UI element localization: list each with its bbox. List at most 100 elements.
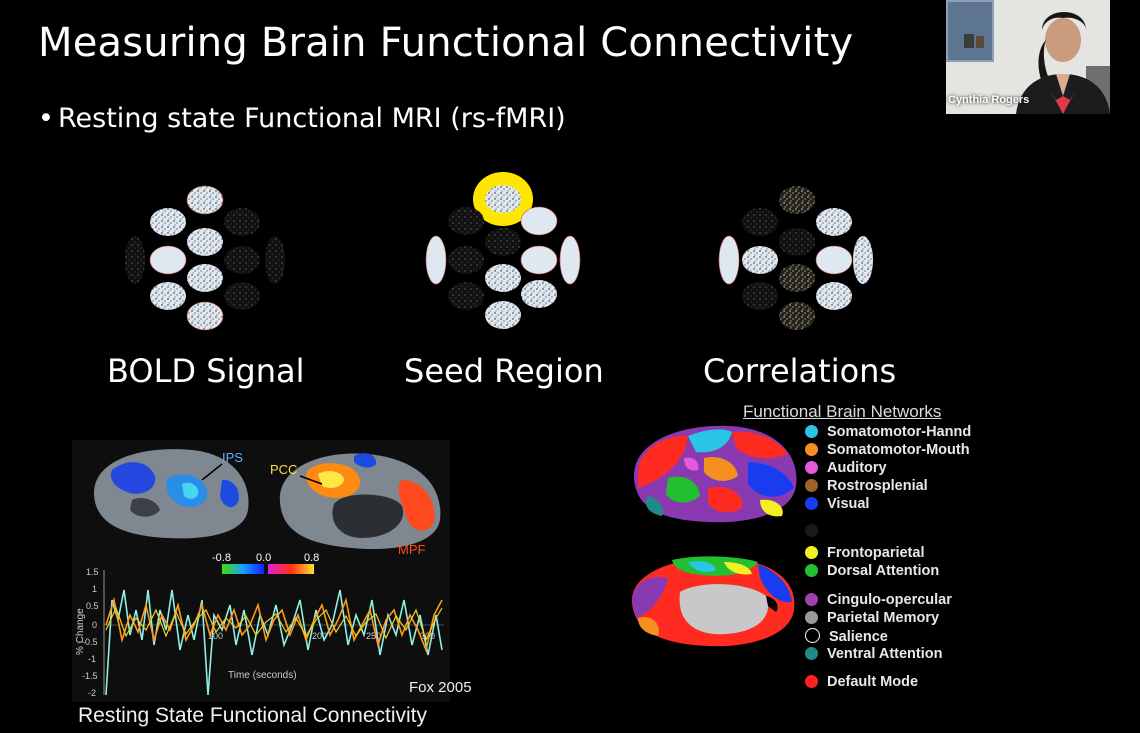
brain-medial-network-map: [631, 556, 795, 647]
legend-item: [805, 523, 827, 540]
node: [485, 264, 521, 292]
y-tick: 1.5: [86, 567, 99, 577]
legend-label: Parietal Memory: [827, 610, 940, 626]
node: [815, 245, 853, 275]
legend-label: Dorsal Attention: [827, 563, 940, 579]
participant-video[interactable]: [946, 0, 1110, 114]
legend-item: Auditory: [805, 460, 887, 477]
node: [224, 282, 260, 310]
y-tick: -1: [88, 654, 96, 664]
node: [742, 246, 778, 274]
node: [425, 235, 447, 285]
legend-item: Somatomotor-Mouth: [805, 442, 970, 459]
legend-label: Ventral Attention: [827, 646, 943, 662]
node: [779, 228, 815, 256]
node: [150, 208, 186, 236]
legend-swatch-icon: [805, 675, 818, 688]
x-tick: 100: [208, 631, 223, 641]
series-line-yellow: [105, 606, 443, 642]
pcc-label: PCC: [270, 462, 297, 477]
node: [186, 185, 224, 215]
legend-label: Somatomotor-Mouth: [827, 442, 970, 458]
resting-state-figure: IPS PCC MPF -0.8 0.0 0.8 1.5 1 0.5 0 -0.…: [72, 440, 472, 702]
figure-caption: Resting State Functional Connectivity: [78, 704, 428, 727]
node: [448, 207, 484, 235]
node: [150, 282, 186, 310]
legend-label: Somatomotor-Hannd: [827, 424, 972, 440]
series-line-orange: [105, 596, 443, 653]
colorbar-mid: 0.0: [256, 552, 271, 564]
legend-label: Frontoparietal: [827, 545, 925, 561]
node: [187, 228, 223, 256]
node: [779, 302, 815, 330]
colorbar-max: 0.8: [304, 552, 319, 564]
node: [520, 245, 558, 275]
ips-label: IPS: [222, 450, 243, 465]
correlations-diagram: [718, 186, 873, 330]
legend-item: Cingulo-opercular: [805, 592, 952, 609]
node: [224, 208, 260, 236]
y-tick: 1: [92, 584, 97, 594]
legend-item: Salience: [805, 628, 888, 645]
legend-item: Rostrosplenial: [805, 478, 928, 495]
resting-state-figure-graphic: IPS PCC MPF -0.8 0.0 0.8 1.5 1 0.5 0 -0.…: [75, 449, 472, 698]
node: [559, 235, 581, 285]
node: [187, 264, 223, 292]
node: [149, 245, 187, 275]
mpf-label: MPF: [398, 542, 426, 557]
y-tick: -2: [88, 688, 96, 698]
legend-swatch-icon: [805, 628, 820, 643]
legend-label: Auditory: [827, 460, 887, 476]
x-tick: 200: [312, 631, 327, 641]
seed-region-diagram: [425, 172, 581, 329]
legend-swatch-icon: [805, 524, 818, 537]
participant-name: Cynthia Rogers: [948, 94, 1030, 106]
y-tick: 0: [92, 620, 97, 630]
x-axis-label: Time (seconds): [228, 670, 297, 681]
brain-lateral-network-map: [633, 425, 797, 523]
node: [816, 208, 852, 236]
y-tick: -0.5: [82, 637, 98, 647]
pcc-pointer: [299, 475, 323, 485]
networks-title: Functional Brain Networks: [743, 402, 942, 421]
bullet-dot: •: [38, 103, 54, 134]
node: [718, 235, 740, 285]
x-tick: 250: [366, 631, 381, 641]
legend-swatch-icon: [805, 497, 818, 510]
legend-item: Default Mode: [805, 674, 918, 691]
participant-video-image: [946, 0, 1110, 114]
legend-item: Ventral Attention: [805, 646, 942, 663]
node: [448, 246, 484, 274]
node: [742, 282, 778, 310]
colorbar-negative: [222, 564, 264, 574]
legend-swatch-icon: [805, 461, 818, 474]
node: [779, 264, 815, 292]
legend-item: Dorsal Attention: [805, 563, 939, 580]
y-axis-label: % Change: [75, 608, 86, 655]
node: [779, 186, 815, 214]
legend-swatch-icon: [805, 546, 818, 559]
node: [485, 301, 521, 329]
node: [125, 236, 145, 284]
node: [520, 206, 558, 236]
figure-credit: Fox 2005: [409, 679, 472, 696]
bullet-item: •Resting state Functional MRI (rs-fMRI): [38, 103, 566, 134]
bullet-text: Resting state Functional MRI (rs-fMRI): [58, 103, 566, 134]
bold-signal-label: BOLD Signal: [107, 352, 305, 390]
seed-node: [485, 185, 521, 213]
colorbar-positive: [268, 564, 314, 574]
legend-swatch-icon: [805, 593, 818, 606]
correlations-label: Correlations: [703, 352, 897, 390]
legend-item: Parietal Memory: [805, 610, 939, 627]
legend-swatch-icon: [805, 611, 818, 624]
node: [485, 228, 521, 256]
slide-title: Measuring Brain Functional Connectivity: [38, 20, 854, 66]
seed-region-label: Seed Region: [404, 352, 604, 390]
node: [853, 236, 873, 284]
legend-swatch-icon: [805, 443, 818, 456]
legend-label: Cingulo-opercular: [827, 592, 952, 608]
legend-item: Visual: [805, 496, 869, 513]
legend-label: Visual: [827, 496, 870, 512]
legend-label: Rostrosplenial: [827, 478, 928, 494]
colorbar-min: -0.8: [212, 552, 231, 564]
